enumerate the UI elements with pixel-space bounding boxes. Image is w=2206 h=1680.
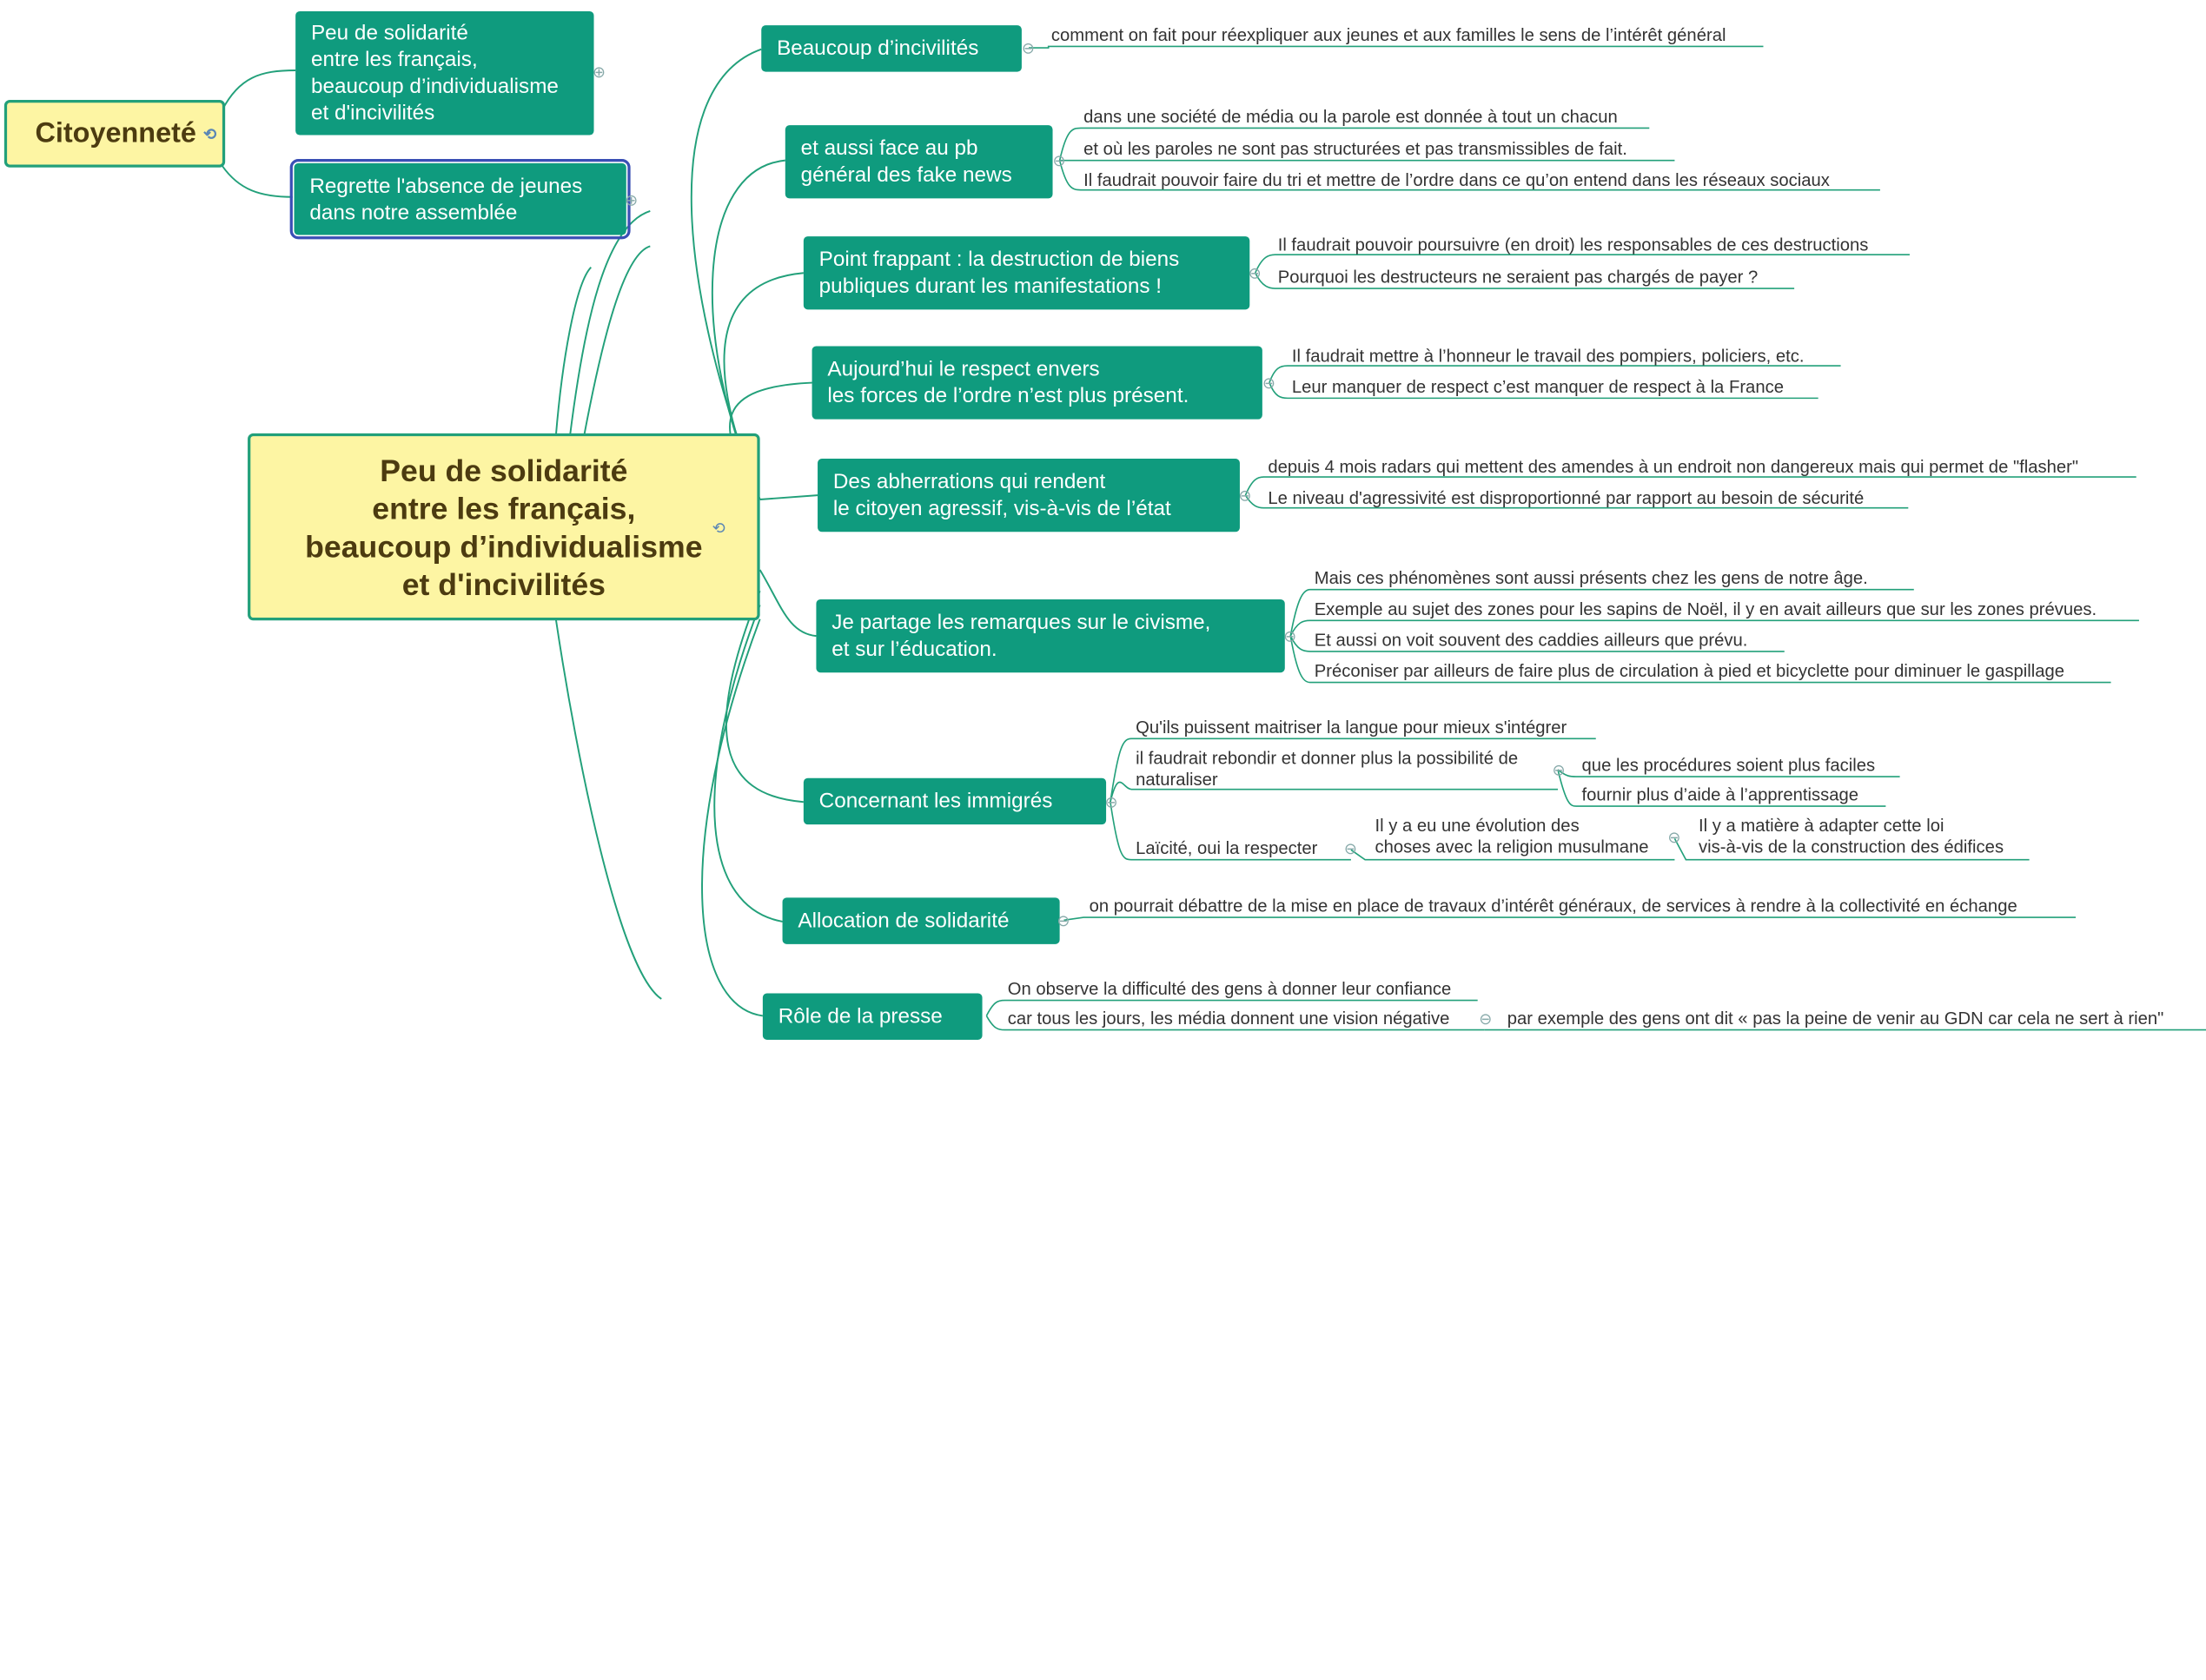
leaf: que les procédures soient plus faciles bbox=[1581, 755, 1876, 776]
topic-line: Regrette l'absence de jeunes bbox=[309, 174, 583, 198]
citoyennete-topic[interactable]: Citoyenneté ⟲ bbox=[3, 99, 226, 168]
topic-incivilites[interactable]: Beaucoup d’incivilités bbox=[761, 25, 1022, 72]
leaf: Le niveau d'agressivité est disproportio… bbox=[1268, 488, 1865, 508]
topic-immigres[interactable]: Concernant les immigrés bbox=[803, 777, 1107, 825]
central-line: Peu de solidarité bbox=[380, 452, 628, 488]
leaf: Leur manquer de respect c’est manquer de… bbox=[1291, 377, 1784, 397]
topic-line: publiques durant les manifestations ! bbox=[818, 274, 1163, 299]
topic-respect[interactable]: Aujourd’hui le respect envers les forces… bbox=[812, 346, 1262, 420]
topic-presse[interactable]: Rôle de la presse bbox=[762, 993, 983, 1040]
leaf: Il faudrait mettre à l’honneur le travai… bbox=[1291, 346, 1805, 367]
leaf-laicite: Laïcité, oui la respecter bbox=[1136, 838, 1318, 859]
topic-line: entre les français, bbox=[310, 48, 478, 72]
link-icon: ⟲ bbox=[712, 520, 725, 538]
leaf: fournir plus d’aide à l’apprentissage bbox=[1581, 784, 1859, 805]
topic-line: le citoyen agressif, vis-à-vis de l’état bbox=[832, 496, 1171, 521]
topic-line: Des abherrations qui rendent bbox=[832, 469, 1106, 494]
topic-line: Rôle de la presse bbox=[778, 1004, 943, 1029]
central-line: et d'incivilités bbox=[401, 566, 606, 602]
topic-line: et aussi face au pb bbox=[800, 136, 978, 161]
collapse-icon[interactable]: ⊖ bbox=[1343, 841, 1357, 859]
topic-destruction[interactable]: Point frappant : la destruction de biens… bbox=[803, 236, 1250, 310]
collapse-icon[interactable]: ⊖ bbox=[1552, 762, 1566, 780]
central-line: entre les français, bbox=[372, 490, 636, 526]
leaf: Il faudrait pouvoir poursuivre (en droit… bbox=[1277, 235, 1869, 255]
leaf: Préconiser par ailleurs de faire plus de… bbox=[1314, 661, 2064, 681]
leaf: Exemple au sujet des zones pour les sapi… bbox=[1314, 599, 2097, 619]
topic-line: général des fake news bbox=[800, 162, 1012, 188]
collapse-icon[interactable]: ⊕ bbox=[592, 64, 606, 82]
collapse-icon[interactable]: ⊖ bbox=[1021, 40, 1035, 58]
collapse-icon[interactable]: ⊖ bbox=[1052, 153, 1066, 170]
topic-line: dans notre assemblée bbox=[309, 200, 518, 225]
link-icon: ⟲ bbox=[202, 125, 216, 143]
leaf: comment on fait pour réexpliquer aux jeu… bbox=[1050, 25, 1726, 45]
leaf: depuis 4 mois radars qui mettent des ame… bbox=[1268, 457, 2079, 478]
leaf: car tous les jours, les média donnent un… bbox=[1007, 1009, 1450, 1029]
topic-line: les forces de l’ordre n’est plus présent… bbox=[827, 384, 1189, 408]
collapse-icon[interactable]: ⊖ bbox=[1283, 629, 1297, 646]
leaf: Il y a matière à adapter cette loi vis-à… bbox=[1698, 816, 2004, 857]
topic-line: Point frappant : la destruction de biens bbox=[818, 248, 1180, 272]
central-topic[interactable]: Peu de solidarité entre les français, be… bbox=[248, 433, 760, 621]
citoyennete-child-jeunes[interactable]: Regrette l'absence de jeunes dans notre … bbox=[289, 159, 631, 240]
topic-line: Peu de solidarité bbox=[310, 21, 468, 45]
leaf: et où les paroles ne sont pas structurée… bbox=[1083, 139, 1627, 160]
central-line: beaucoup d’individualisme bbox=[305, 528, 703, 564]
topic-allocation[interactable]: Allocation de solidarité bbox=[782, 897, 1060, 944]
collapse-icon[interactable]: ⊖ bbox=[1248, 266, 1262, 283]
leaf: par exemple des gens ont dit « pas la pe… bbox=[1507, 1009, 2164, 1029]
collapse-icon[interactable]: ⊕ bbox=[625, 192, 639, 210]
leaf-naturaliser: il faudrait rebondir et donner plus la p… bbox=[1136, 748, 1519, 790]
citoyennete-child-solidarite[interactable]: Peu de solidarité entre les français, be… bbox=[295, 10, 594, 136]
topic-line: beaucoup d’individualisme bbox=[310, 74, 559, 99]
leaf: On observe la difficulté des gens à donn… bbox=[1007, 979, 1452, 999]
collapse-icon[interactable]: ⊖ bbox=[1057, 913, 1070, 930]
topic-line: et d'incivilités bbox=[310, 101, 435, 126]
leaf: Mais ces phénomènes sont aussi présents … bbox=[1314, 568, 1868, 589]
leaf: dans une société de média ou la parole e… bbox=[1083, 107, 1618, 127]
topic-fake-news[interactable]: et aussi face au pb général des fake new… bbox=[785, 125, 1053, 199]
topic-line: Concernant les immigrés bbox=[818, 789, 1053, 814]
collapse-icon[interactable]: ⊖ bbox=[1262, 375, 1275, 393]
leaf: Pourquoi les destructeurs ne seraient pa… bbox=[1277, 267, 1759, 288]
leaf: Et aussi on voit souvent des caddies ail… bbox=[1314, 630, 1748, 651]
leaf: Qu'ils puissent maitriser la langue pour… bbox=[1136, 718, 1567, 737]
topic-line: Je partage les remarques sur le civisme, bbox=[831, 610, 1211, 635]
citoyennete-title: Citoyenneté bbox=[35, 117, 196, 149]
topic-line: Allocation de solidarité bbox=[798, 909, 1010, 933]
collapse-icon[interactable]: ⊖ bbox=[1238, 488, 1252, 506]
leaf: Il y a eu une évolution des choses avec … bbox=[1375, 816, 1649, 857]
collapse-icon[interactable]: ⊖ bbox=[1479, 1011, 1493, 1029]
topic-line: Beaucoup d’incivilités bbox=[777, 36, 979, 61]
leaf: Il faudrait pouvoir faire du tri et mett… bbox=[1083, 169, 1830, 190]
topic-abherrations[interactable]: Des abherrations qui rendent le citoyen … bbox=[818, 459, 1240, 532]
leaf: on pourrait débattre de la mise en place… bbox=[1089, 896, 2017, 916]
topic-civisme[interactable]: Je partage les remarques sur le civisme,… bbox=[816, 599, 1285, 673]
topic-line: Aujourd’hui le respect envers bbox=[827, 357, 1100, 381]
topic-line: et sur l’éducation. bbox=[831, 637, 997, 662]
collapse-icon[interactable]: ⊖ bbox=[1667, 830, 1681, 848]
collapse-icon[interactable]: ⊖ bbox=[1104, 795, 1118, 812]
